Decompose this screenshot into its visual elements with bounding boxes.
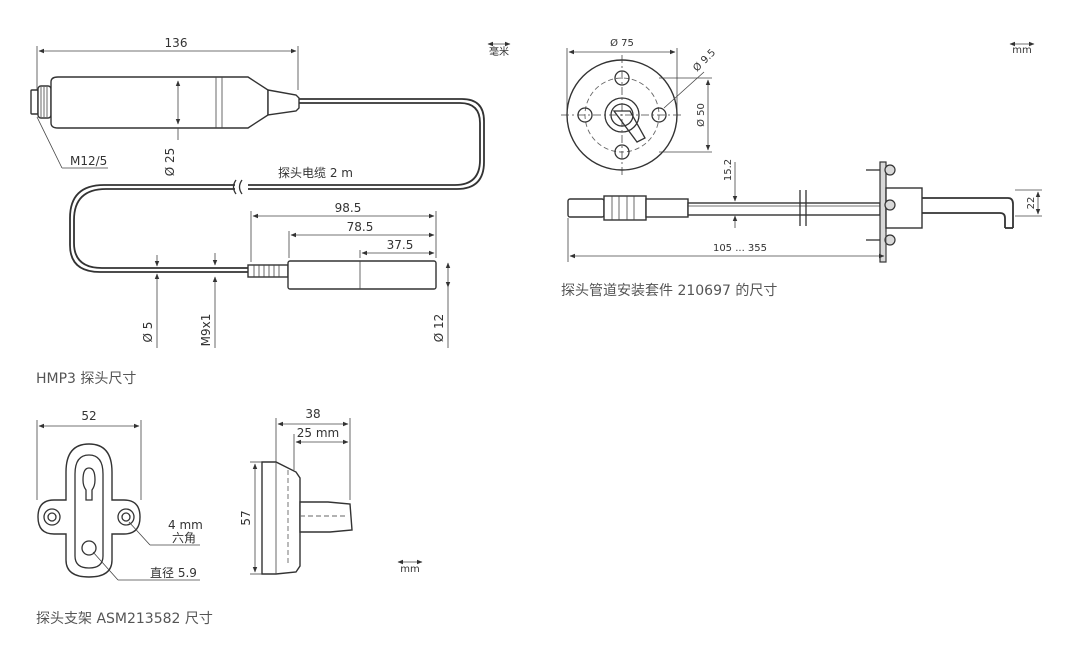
dim-75-label: Ø 75 [610,37,634,49]
dim-78-label: 78.5 [347,220,374,234]
dim-37-label: 37.5 [387,238,414,252]
dim-95-label: Ø 9.5 [691,47,719,75]
duct-caption: 探头管道安装套件 210697 的尺寸 [561,283,778,299]
dim-m9-label: M9x1 [199,314,213,347]
dim-d12-label: Ø 12 [432,314,446,343]
dim-38-label: 38 [305,407,320,421]
dia-label: 直径 5.9 [150,566,197,580]
dim-152-label: 15.2 [723,159,734,181]
hex-label: 六角 [172,531,196,545]
hex-size-label: 4 mm [168,518,203,532]
dim-22-label: 22 [1026,197,1037,210]
cable-label: 探头电缆 2 m [278,166,353,180]
probe-units: 毫米 [489,45,509,58]
dim-52-label: 52 [81,409,96,423]
dim-25-label: 25 mm [297,426,339,440]
probe-drawing: 136 毫米 Ø 25 M12/5 探头电缆 2 m [30,36,511,348]
dim-length-label: 136 [165,36,188,50]
dim-body-dia-label: Ø 25 [163,148,177,177]
dim-98-label: 98.5 [335,201,362,215]
connector-label: M12/5 [70,154,107,168]
holder-units: mm [400,564,419,575]
probe-caption: HMP3 探头尺寸 [36,371,137,387]
holder-drawing: 52 4 mm 六角 直径 5.9 38 25 mm [36,407,423,581]
duct-units: mm [1012,45,1031,56]
holder-caption: 探头支架 ASM213582 尺寸 [36,611,213,627]
duct-drawing: mm Ø 75 Ø 9.5 Ø 50 [561,37,1042,263]
dim-57-label: 57 [239,510,253,525]
dim-50-label: Ø 50 [695,103,707,127]
dim-d5-label: Ø 5 [141,322,155,343]
dim-range-label: 105 ... 355 [713,243,767,254]
